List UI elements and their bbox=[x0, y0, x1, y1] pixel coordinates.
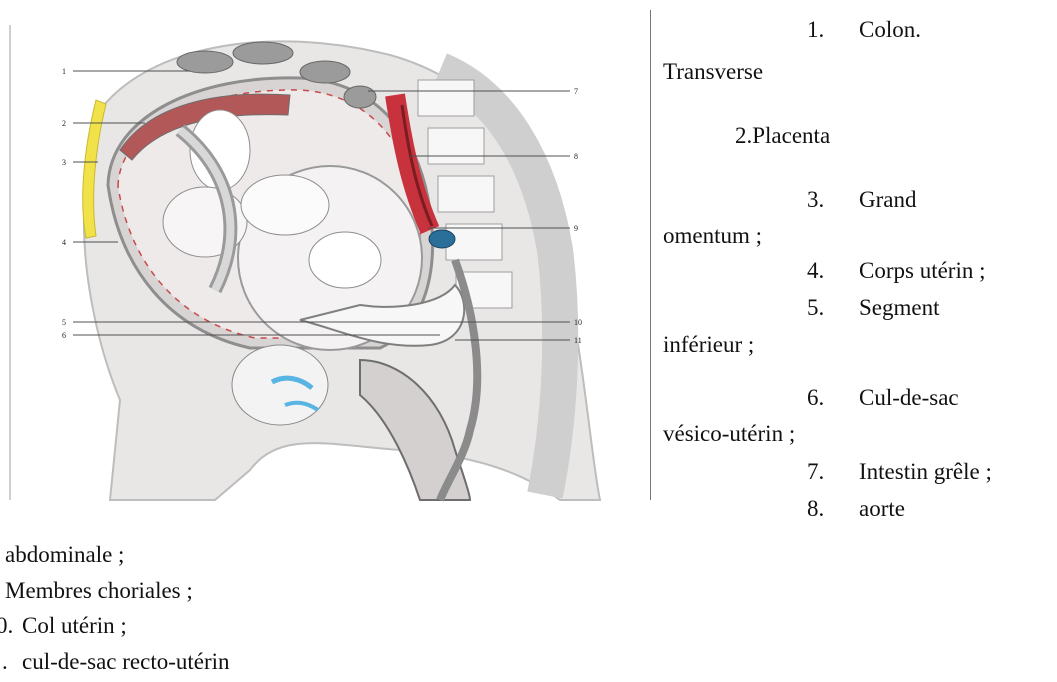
figure-number-4: 4 bbox=[62, 238, 66, 247]
figure-number-8: 8 bbox=[574, 152, 578, 161]
figure-number-7: 7 bbox=[574, 87, 578, 96]
legend-item-label: Transverse bbox=[663, 59, 763, 84]
legend-item-3: 3.Grand bbox=[807, 188, 916, 211]
anatomy-figure: 1 2 3 4 5 6 7 8 9 10 11 bbox=[0, 0, 630, 510]
legend-item-number: 1. bbox=[807, 18, 859, 41]
legend-item-8: 8.aorte bbox=[807, 497, 905, 520]
legend-item-label: Corps utérin ; bbox=[859, 258, 986, 283]
legend-item-number: 4. bbox=[807, 259, 859, 282]
legend-item-4: 4.Corps utérin ; bbox=[807, 259, 986, 282]
legend-item-label: aorte bbox=[859, 496, 905, 521]
sagittal-section-illustration: 1 2 3 4 5 6 7 8 9 10 11 bbox=[0, 0, 630, 510]
figure-number-5: 5 bbox=[62, 318, 66, 327]
legend-item-7: 7.Intestin grêle ; bbox=[807, 460, 992, 483]
legend-item-number: 5. bbox=[807, 296, 859, 319]
legend-item-label: vésico-utérin ; bbox=[663, 421, 795, 446]
legend-item-3-continuation: omentum ; bbox=[663, 224, 762, 247]
legend-item-number: 3. bbox=[807, 188, 859, 211]
figure-number-1: 1 bbox=[62, 67, 66, 76]
legend-item-label: Intestin grêle ; bbox=[859, 459, 992, 484]
legend-item-label: Col utérin ; bbox=[22, 613, 127, 638]
legend-item-label: 2.Placenta bbox=[735, 123, 830, 148]
column-divider bbox=[650, 10, 651, 500]
legend-bottom-item-4: .cul-de-sac recto-utérin bbox=[2, 650, 230, 673]
legend-item-label: Segment bbox=[859, 295, 940, 320]
figure-number-9: 9 bbox=[574, 224, 578, 233]
legend-item-number: 6. bbox=[807, 386, 859, 409]
bladder bbox=[232, 345, 328, 425]
figure-number-10: 10 bbox=[574, 318, 582, 327]
legend-item-5-continuation: inférieur ; bbox=[663, 333, 754, 356]
legend-item-label: Cul-de-sac bbox=[859, 385, 959, 410]
figure-number-6: 6 bbox=[62, 331, 66, 340]
legend-item-label: cul-de-sac recto-utérin bbox=[22, 649, 230, 674]
legend-item-label: Grand bbox=[859, 187, 916, 212]
vein bbox=[429, 230, 455, 248]
legend-item-label: inférieur ; bbox=[663, 332, 754, 357]
legend-bottom-item-3: 0.Col utérin ; bbox=[0, 614, 127, 637]
legend-item-6-continuation: vésico-utérin ; bbox=[663, 422, 795, 445]
legend-item-number: 0. bbox=[0, 614, 22, 637]
legend-item-number: 8. bbox=[807, 497, 859, 520]
figure-number-11: 11 bbox=[574, 336, 582, 345]
figure-number-3: 3 bbox=[62, 158, 66, 167]
legend-item-label: abdominale ; bbox=[5, 542, 124, 567]
figure-number-2: 2 bbox=[62, 119, 66, 128]
legend-bottom-item-2: Membres choriales ; bbox=[5, 579, 193, 602]
legend-item-1-continuation: Transverse bbox=[663, 60, 763, 83]
legend-item-5: 5.Segment bbox=[807, 296, 940, 319]
legend-item-6: 6.Cul-de-sac bbox=[807, 386, 959, 409]
legend-item-number: 7. bbox=[807, 460, 859, 483]
legend-item-2: 2.Placenta bbox=[735, 124, 830, 147]
legend-item-number: . bbox=[2, 650, 22, 673]
legend-bottom-item-1: abdominale ; bbox=[5, 543, 124, 566]
legend-item-label: Membres choriales ; bbox=[5, 578, 193, 603]
legend-item-1: 1.Colon. bbox=[807, 18, 921, 41]
legend-item-label: omentum ; bbox=[663, 223, 762, 248]
legend-item-label: Colon. bbox=[859, 17, 921, 42]
